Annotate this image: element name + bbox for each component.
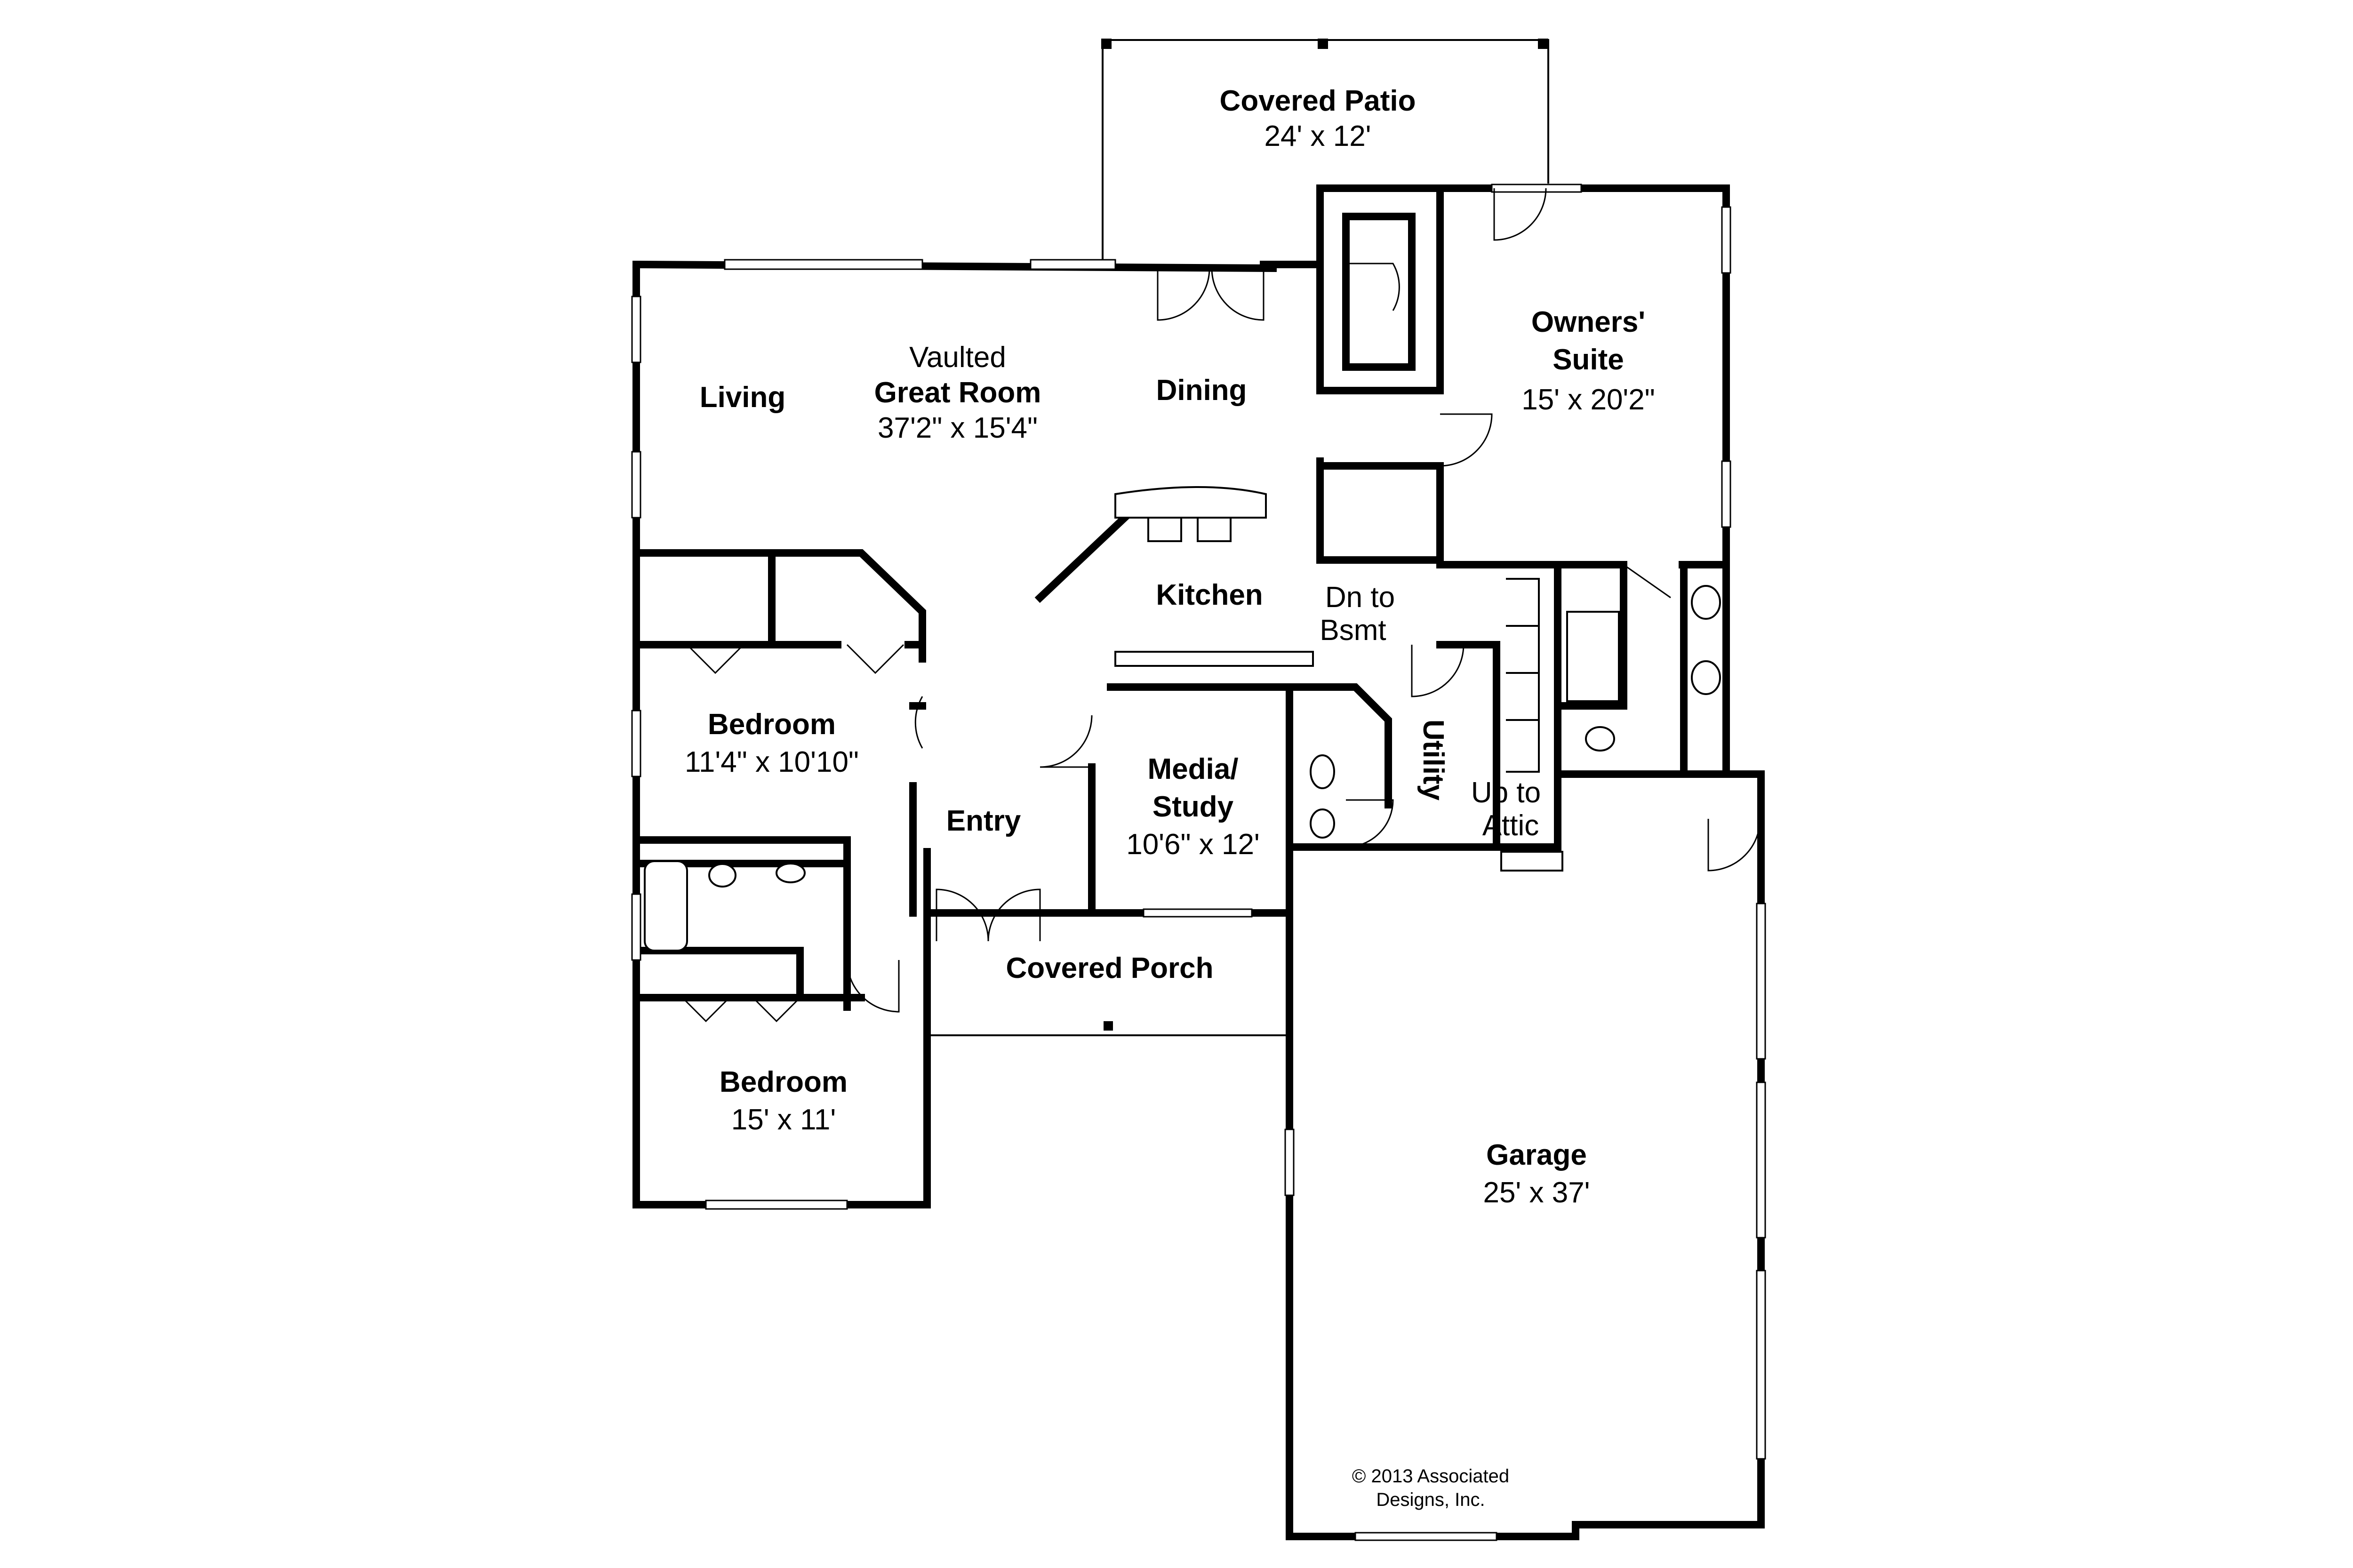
kitchen-name: Kitchen <box>1156 579 1263 611</box>
toilet <box>1585 726 1615 752</box>
covered-patio-name: Covered Patio <box>1220 85 1416 117</box>
great-room-line1: Vaulted <box>909 341 1006 374</box>
sink <box>776 863 806 883</box>
entry-name: Entry <box>946 805 1021 837</box>
utility-name: Utility <box>1417 720 1449 801</box>
owners-suite-line1: Owners' <box>1531 306 1645 338</box>
sink <box>1691 660 1721 695</box>
toilet <box>1310 754 1335 789</box>
owners-suite-line2: Suite <box>1553 344 1624 376</box>
bedroom-2-size: 15' x 11' <box>731 1104 836 1136</box>
covered-patio-size: 24' x 12' <box>1264 120 1371 152</box>
media-study-line1: Media/ <box>1148 753 1239 785</box>
copyright-line1: © 2013 Associated <box>1352 1466 1509 1487</box>
interior-walls <box>632 184 1730 1011</box>
media-study-size: 10'6" x 12' <box>1126 828 1260 861</box>
windows <box>631 184 1766 1541</box>
living-name: Living <box>700 381 786 414</box>
doors <box>681 188 1761 1023</box>
stairs <box>1506 578 1540 773</box>
bathtub <box>644 860 688 952</box>
attic-line1: Up to <box>1471 776 1541 809</box>
owners-suite-size: 15' x 20'2" <box>1521 384 1655 416</box>
media-study-line2: Study <box>1152 791 1234 823</box>
copyright-line2: Designs, Inc. <box>1376 1489 1485 1510</box>
attic-hatch <box>1500 851 1563 872</box>
shower <box>1566 611 1620 702</box>
garage-name: Garage <box>1486 1139 1587 1171</box>
attic-line2: Attic <box>1482 809 1539 842</box>
sink <box>1310 808 1335 839</box>
stairs-down-line1: Dn to <box>1325 581 1395 614</box>
kitchen-bar <box>1114 486 1267 519</box>
great-room-line2: Great Room <box>874 376 1041 409</box>
bedroom-2-name: Bedroom <box>720 1066 848 1098</box>
garage-size: 25' x 37' <box>1483 1176 1590 1209</box>
fixtures <box>644 486 1721 952</box>
bedroom-1-size: 11'4" x 10'10" <box>685 746 859 778</box>
great-room-size: 37'2" x 15'4" <box>878 412 1038 444</box>
kitchen-counter <box>1114 651 1314 667</box>
room-labels: Covered Patio 24' x 12' Vaulted Great Ro… <box>685 85 1655 1510</box>
stairs-down-line2: Bsmt <box>1320 614 1386 647</box>
bedroom-1-name: Bedroom <box>708 708 836 741</box>
covered-porch-name: Covered Porch <box>1006 952 1213 984</box>
dining-name: Dining <box>1156 374 1247 407</box>
toilet <box>708 863 736 888</box>
covered-patio-structure <box>1101 39 1549 264</box>
covered-porch-structure <box>927 1021 1289 1036</box>
sink <box>1691 585 1721 620</box>
